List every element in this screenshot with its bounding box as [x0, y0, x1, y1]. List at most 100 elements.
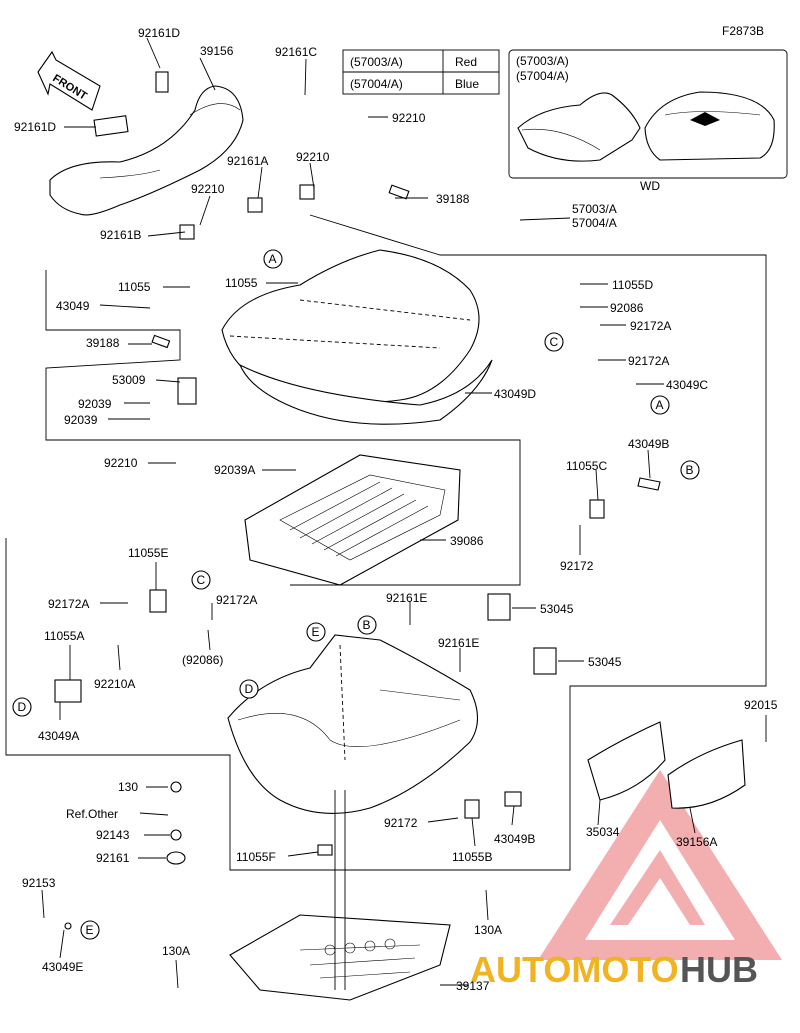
svg-text:C: C [197, 573, 206, 587]
watermark-part2: HUB [680, 949, 758, 990]
svg-text:B: B [686, 463, 694, 477]
callout-d-mid: D [239, 679, 259, 699]
callout-circles: A A B B C C D D E E [12, 249, 700, 940]
wd-inset: (57003/A) (57004/A) WD [508, 49, 788, 193]
svg-text:B: B [363, 618, 371, 632]
part-label: Ref.Other [66, 807, 118, 821]
inset-code-2: (57004/A) [516, 69, 569, 83]
part-label: 92210 [104, 456, 138, 470]
callout-e-left: E [80, 920, 100, 940]
case-body-drawing [227, 634, 479, 814]
part-label: 57004/A [572, 216, 617, 230]
part-label: 92039 [78, 397, 112, 411]
part-label: 39086 [450, 534, 484, 548]
part-label: 39137 [456, 979, 490, 993]
front-arrow: FRONT [37, 50, 101, 111]
part-label: 92161E [438, 636, 479, 650]
small-parts-drawing [54, 184, 661, 930]
part-label: 92161C [275, 45, 317, 59]
callout-b-right: B [680, 460, 700, 480]
part-label: 39156 [200, 44, 234, 58]
part-label: 92161D [138, 26, 180, 40]
inset-code-1: (57003/A) [516, 54, 569, 68]
side-panels-drawing [587, 721, 746, 809]
color-table-color-1: Red [455, 55, 477, 69]
part-label: 53045 [588, 655, 622, 669]
part-label: 92161A [227, 154, 268, 168]
part-label: 39156A [676, 835, 717, 849]
part-label: 43049C [666, 378, 708, 392]
color-table-code-1: (57003/A) [350, 55, 403, 69]
part-label: 92015 [744, 698, 778, 712]
part-label: 43049B [628, 437, 669, 451]
watermark-logo [538, 770, 782, 960]
inset-caption: WD [640, 179, 660, 193]
part-labels: 92161D 39156 92161D 92161C 92210 92161A … [14, 26, 778, 993]
svg-text:A: A [656, 398, 664, 412]
part-label: 43049E [42, 960, 83, 974]
color-table-color-2: Blue [455, 77, 479, 91]
part-label: 43049 [56, 299, 90, 313]
part-label: 92172 [560, 559, 594, 573]
part-label: (92086) [182, 653, 223, 667]
part-label: 92172A [48, 597, 89, 611]
part-label: 92161E [386, 591, 427, 605]
part-label: 11055F [236, 850, 276, 864]
svg-text:A: A [269, 252, 277, 266]
backrest-pad-drawing [49, 71, 244, 216]
part-label: 35034 [586, 825, 620, 839]
callout-c-left: C [191, 570, 211, 590]
part-label: 43049D [494, 387, 536, 401]
part-label: 92161 [96, 851, 130, 865]
svg-text:E: E [312, 625, 320, 639]
watermark-part1: AUTOMOTO [470, 949, 679, 990]
callout-a-right: A [650, 395, 670, 415]
part-label: 92172A [216, 593, 257, 607]
part-label: 43049A [38, 729, 79, 743]
callout-e-mid: E [306, 622, 326, 642]
color-table-code-2: (57004/A) [350, 77, 403, 91]
part-label: 92210A [94, 677, 135, 691]
part-label: 39188 [86, 336, 120, 350]
figure-code: F2873B [722, 24, 764, 38]
part-label: 130A [162, 944, 190, 958]
part-label: 92172A [630, 319, 671, 333]
part-label: 92153 [22, 876, 56, 890]
part-label: 92161B [100, 228, 141, 242]
part-label: 11055D [612, 278, 653, 292]
lid-drawing [151, 184, 493, 425]
part-label: 53045 [540, 602, 574, 616]
callout-c-right: C [544, 332, 564, 352]
part-label: 11055C [566, 459, 607, 473]
part-label: 39188 [436, 192, 470, 206]
part-label: 130A [474, 923, 502, 937]
part-label: 130 [118, 780, 138, 794]
carrier-frame-drawing [229, 914, 451, 1001]
svg-text:C: C [550, 335, 559, 349]
part-label: 92210 [296, 150, 330, 164]
part-label: 57003/A [572, 202, 617, 216]
callout-d-left: D [12, 697, 32, 717]
part-label: 11055A [44, 629, 84, 643]
part-label: 92172A [628, 354, 669, 368]
callout-b-mid: B [357, 615, 377, 635]
part-label: 11055 [225, 276, 258, 290]
part-label: 11055B [452, 850, 492, 864]
part-label: 53009 [112, 373, 146, 387]
svg-text:E: E [86, 923, 94, 937]
color-table: (57003/A) Red (57004/A) Blue [342, 49, 500, 95]
part-label: 11055 [118, 280, 151, 294]
leader-lines [5, 37, 767, 990]
part-label: 92210 [191, 182, 225, 196]
svg-text:D: D [245, 682, 254, 696]
part-label: 92086 [610, 301, 644, 315]
svg-text:D: D [18, 700, 27, 714]
part-label: 43049B [494, 832, 535, 846]
callout-a-upper: A [263, 249, 283, 269]
part-label: 92039A [214, 463, 255, 477]
part-label: 92143 [96, 828, 130, 842]
part-label: 92161D [14, 120, 56, 134]
tray-drawing [244, 454, 461, 586]
part-label: 11055E [128, 546, 168, 560]
